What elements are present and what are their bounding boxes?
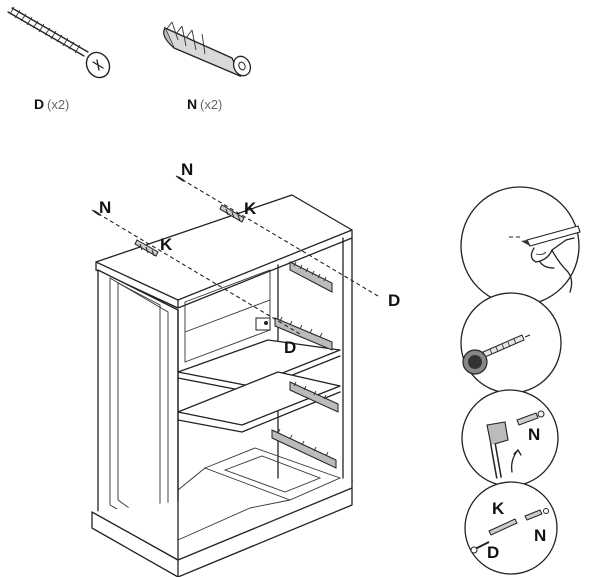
step-3-insert-plug [461, 389, 559, 487]
step-4-d: D [487, 543, 499, 562]
callout-k-left: K [160, 235, 173, 254]
wall-plug-icon [163, 21, 252, 78]
screw-letter: D [34, 96, 44, 112]
plug-qty: (x2) [200, 97, 222, 112]
screw-qty: (x2) [47, 97, 69, 112]
callout-n-left: N [99, 198, 111, 217]
callout-d-inner: D [284, 338, 296, 357]
plug-letter: N [187, 96, 197, 112]
step-4-fix-screw [464, 481, 558, 575]
callout-k-top: K [244, 199, 257, 218]
step-4-k: K [492, 499, 505, 518]
screw-icon [7, 6, 111, 79]
callout-n-top: N [181, 160, 193, 179]
step-3-n: N [528, 425, 540, 444]
step-4-n: N [534, 526, 546, 545]
step-1-mark-wall [460, 186, 581, 306]
callout-d-right: D [388, 291, 400, 310]
fixing-guides [91, 175, 379, 335]
step-2-drill [460, 292, 562, 394]
cabinet-illustration [91, 194, 353, 577]
